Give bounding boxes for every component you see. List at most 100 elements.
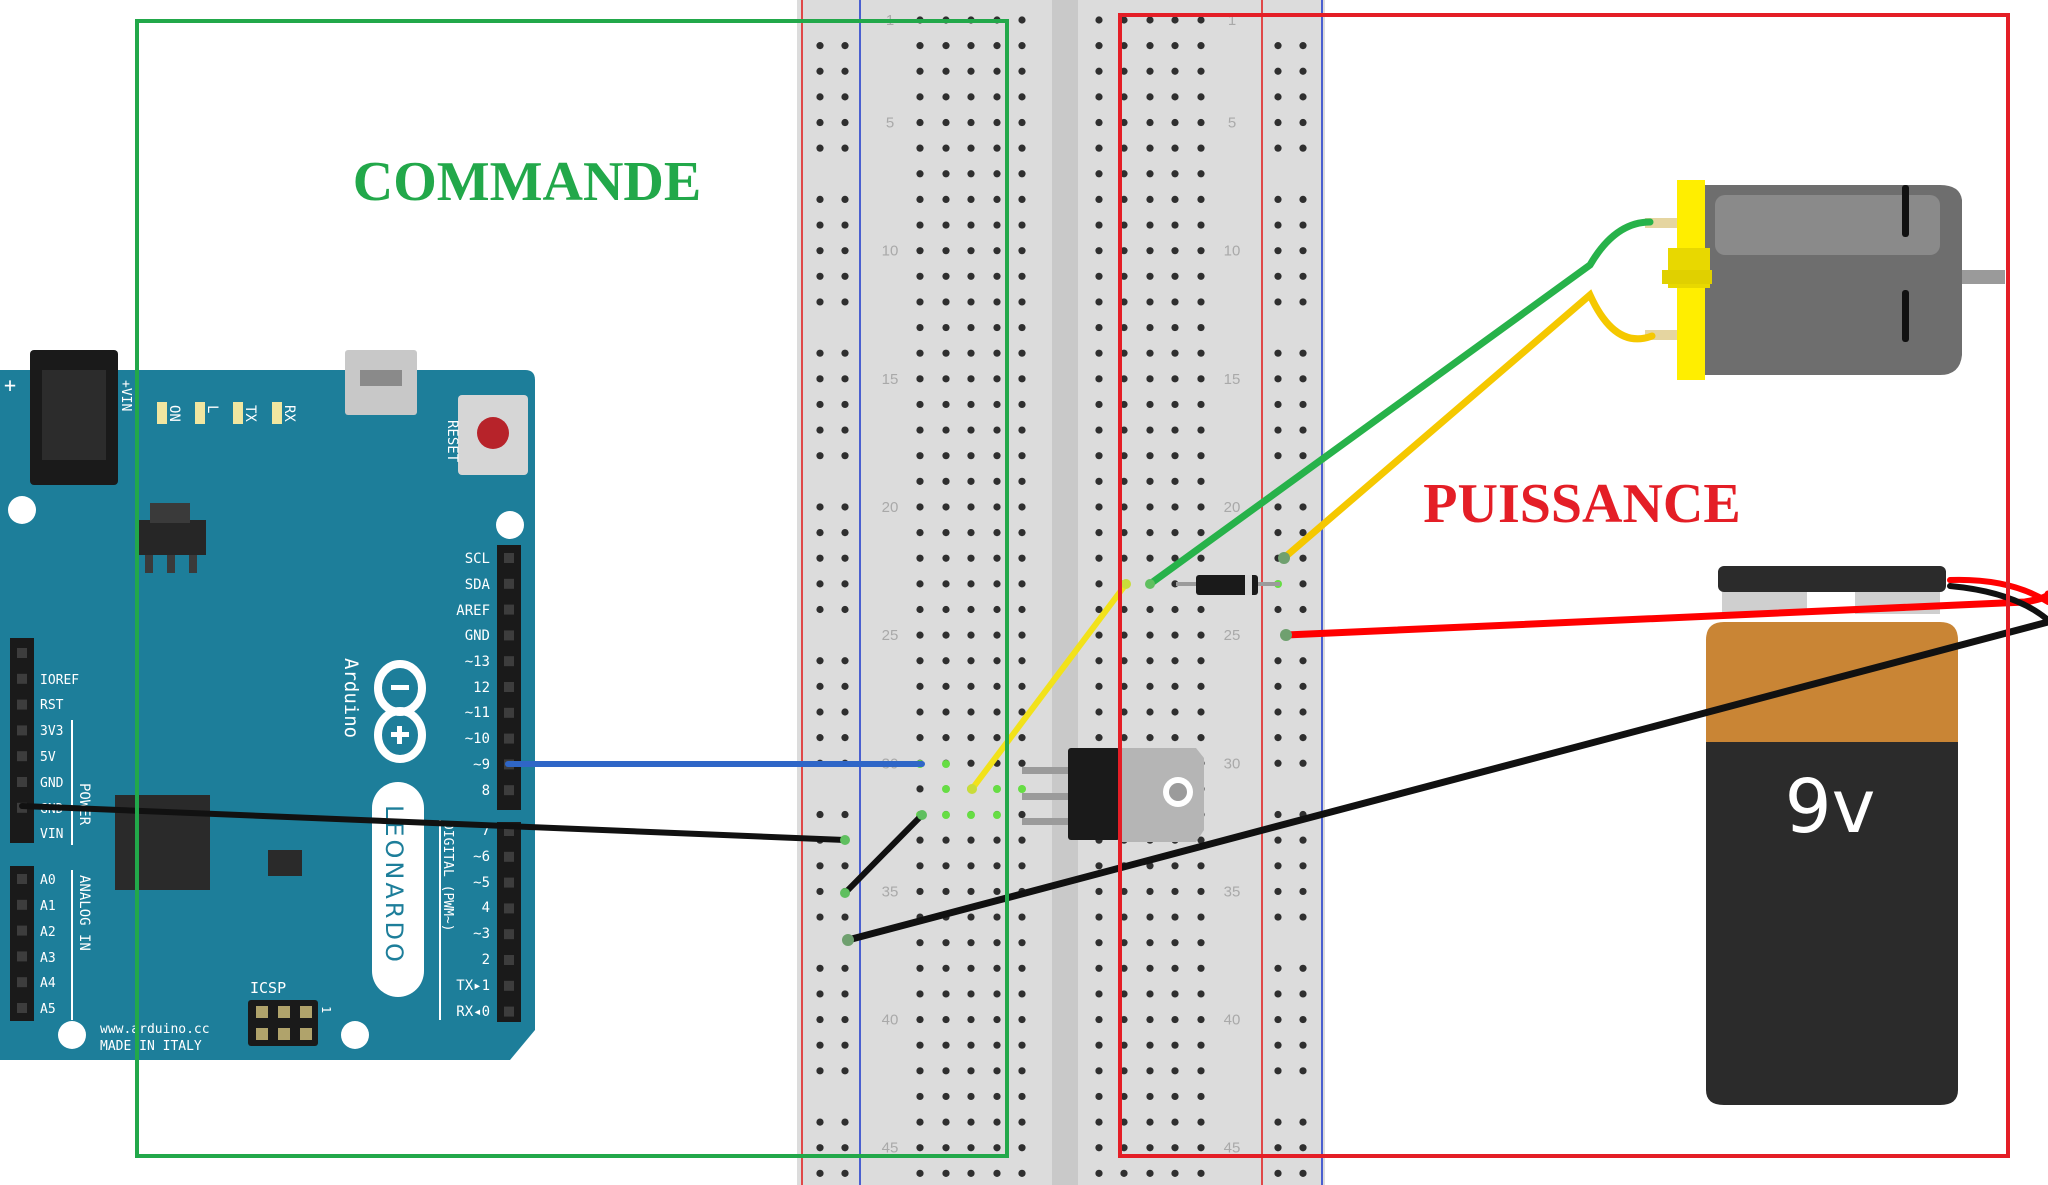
breadboard-hole (1120, 16, 1128, 24)
pin-label-6: ~6 (473, 849, 490, 865)
power-label: PUISSANCE (1423, 473, 1740, 535)
battery-bottom (1706, 742, 1958, 1105)
breadboard-hole (1095, 964, 1103, 972)
breadboard-hole (967, 221, 975, 229)
breadboard-hole (1095, 67, 1103, 75)
breadboard-hole (1120, 554, 1128, 562)
breadboard-hole (1018, 426, 1026, 434)
header-pin (504, 877, 514, 888)
breadboard-hole (967, 452, 975, 460)
breadboard-hole (1146, 118, 1154, 127)
breadboard-rail-hole (1274, 400, 1282, 409)
breadboard-rail-hole (1299, 759, 1307, 767)
icsp-pin1-label: 1 (319, 1006, 333, 1013)
breadboard-row-number: 45 (882, 1140, 899, 1157)
breadboard-rail-hole (1299, 298, 1307, 306)
breadboard-hole (916, 144, 924, 152)
breadboard-hole (993, 323, 1001, 332)
breadboard-rail-hole (841, 452, 849, 460)
header-pin (504, 1006, 514, 1017)
breadboard-hole (967, 42, 975, 50)
arduino-website: www.arduino.cc (100, 1022, 210, 1037)
breadboard-hole (1095, 990, 1103, 998)
breadboard-hole (942, 836, 950, 844)
breadboard-rail-hole (841, 529, 849, 537)
diode-cathode-band (1245, 575, 1252, 595)
breadboard-hole (993, 580, 1001, 588)
header-pin (504, 903, 514, 914)
breadboard-hole (1197, 93, 1205, 101)
breadboard-hole (1197, 887, 1205, 896)
breadboard-hole (916, 580, 924, 588)
breadboard-hole (967, 682, 975, 690)
breadboard-rail-hole (816, 93, 824, 101)
breadboard-hole (916, 657, 924, 665)
breadboard-rail-hole (841, 580, 849, 588)
breadboard-hole (1018, 1169, 1026, 1177)
breadboard-hole (1018, 170, 1026, 178)
pin-label-sda: SDA (465, 577, 491, 593)
command-label: COMMANDE (353, 151, 701, 213)
breadboard-rail-hole (841, 93, 849, 101)
breadboard-rail-hole (841, 605, 849, 614)
breadboard-hole (942, 503, 950, 511)
transistor-body (1068, 748, 1120, 840)
breadboard-rail-hole (1274, 1041, 1282, 1049)
breadboard-hole (1018, 734, 1026, 742)
breadboard-rail-hole (841, 375, 849, 383)
breadboard-hole (967, 708, 975, 716)
breadboard-hole (993, 1092, 1001, 1101)
breadboard-hole (1120, 195, 1128, 204)
wire-black-battery (844, 618, 2048, 944)
breadboard-rail-hole (1299, 1169, 1307, 1177)
breadboard-hole (1146, 1015, 1154, 1024)
breadboard-rail-hole (841, 272, 849, 280)
breadboard-hole (1120, 477, 1128, 485)
breadboard-rail-hole (1299, 400, 1307, 409)
breadboard-hole (916, 708, 924, 716)
breadboard-row-number: 40 (1224, 1012, 1241, 1029)
breadboard-hole (1095, 605, 1103, 614)
breadboard-rail-hole (1299, 913, 1307, 921)
breadboard-rail-hole (816, 810, 824, 819)
breadboard-hole (942, 67, 950, 75)
breadboard-hole (993, 1041, 1001, 1049)
breadboard-rail-hole (841, 862, 849, 870)
pin-label-scl: SCL (465, 551, 490, 567)
command-zone-frame (135, 19, 1009, 1158)
breadboard-rail-hole (816, 426, 824, 434)
breadboard-hole (1171, 42, 1179, 50)
breadboard-hole (1171, 477, 1179, 485)
header-pin (17, 899, 27, 910)
breadboard-hole (1146, 503, 1154, 511)
breadboard-rail-hole (816, 708, 824, 716)
breadboard-hole (967, 67, 975, 75)
breadboard-hole (1146, 554, 1154, 562)
breadboard-hole (1197, 657, 1205, 665)
breadboard-hole (1171, 144, 1179, 152)
breadboard-hole (1120, 400, 1128, 409)
breadboard-hole (1120, 247, 1128, 255)
breadboard-rail-hole (1274, 93, 1282, 101)
command-zone: COMMANDE (135, 19, 1009, 1158)
breadboard-hole (1171, 298, 1179, 306)
breadboard-hole (993, 375, 1001, 383)
breadboard-hole (967, 862, 975, 870)
breadboard-hole (1018, 42, 1026, 50)
breadboard-hole (1197, 247, 1205, 255)
breadboard-hole (1018, 913, 1026, 921)
wire-yellow-base (969, 581, 1129, 792)
breadboard-hole (916, 452, 924, 460)
breadboard-hole (916, 862, 924, 870)
status-leds: ON L TX RX (157, 402, 297, 424)
breadboard-hole (1095, 247, 1103, 255)
breadboard-hole (1197, 1144, 1205, 1152)
breadboard-hole (967, 964, 975, 972)
breadboard-hole (1120, 452, 1128, 460)
breadboard-hole (993, 631, 1001, 639)
arduino-logo (374, 660, 426, 763)
breadboard-hole (1197, 554, 1205, 562)
breadboard-row-number: 20 (882, 499, 899, 516)
breadboard-hole (1197, 682, 1205, 690)
breadboard-hole (993, 554, 1001, 562)
